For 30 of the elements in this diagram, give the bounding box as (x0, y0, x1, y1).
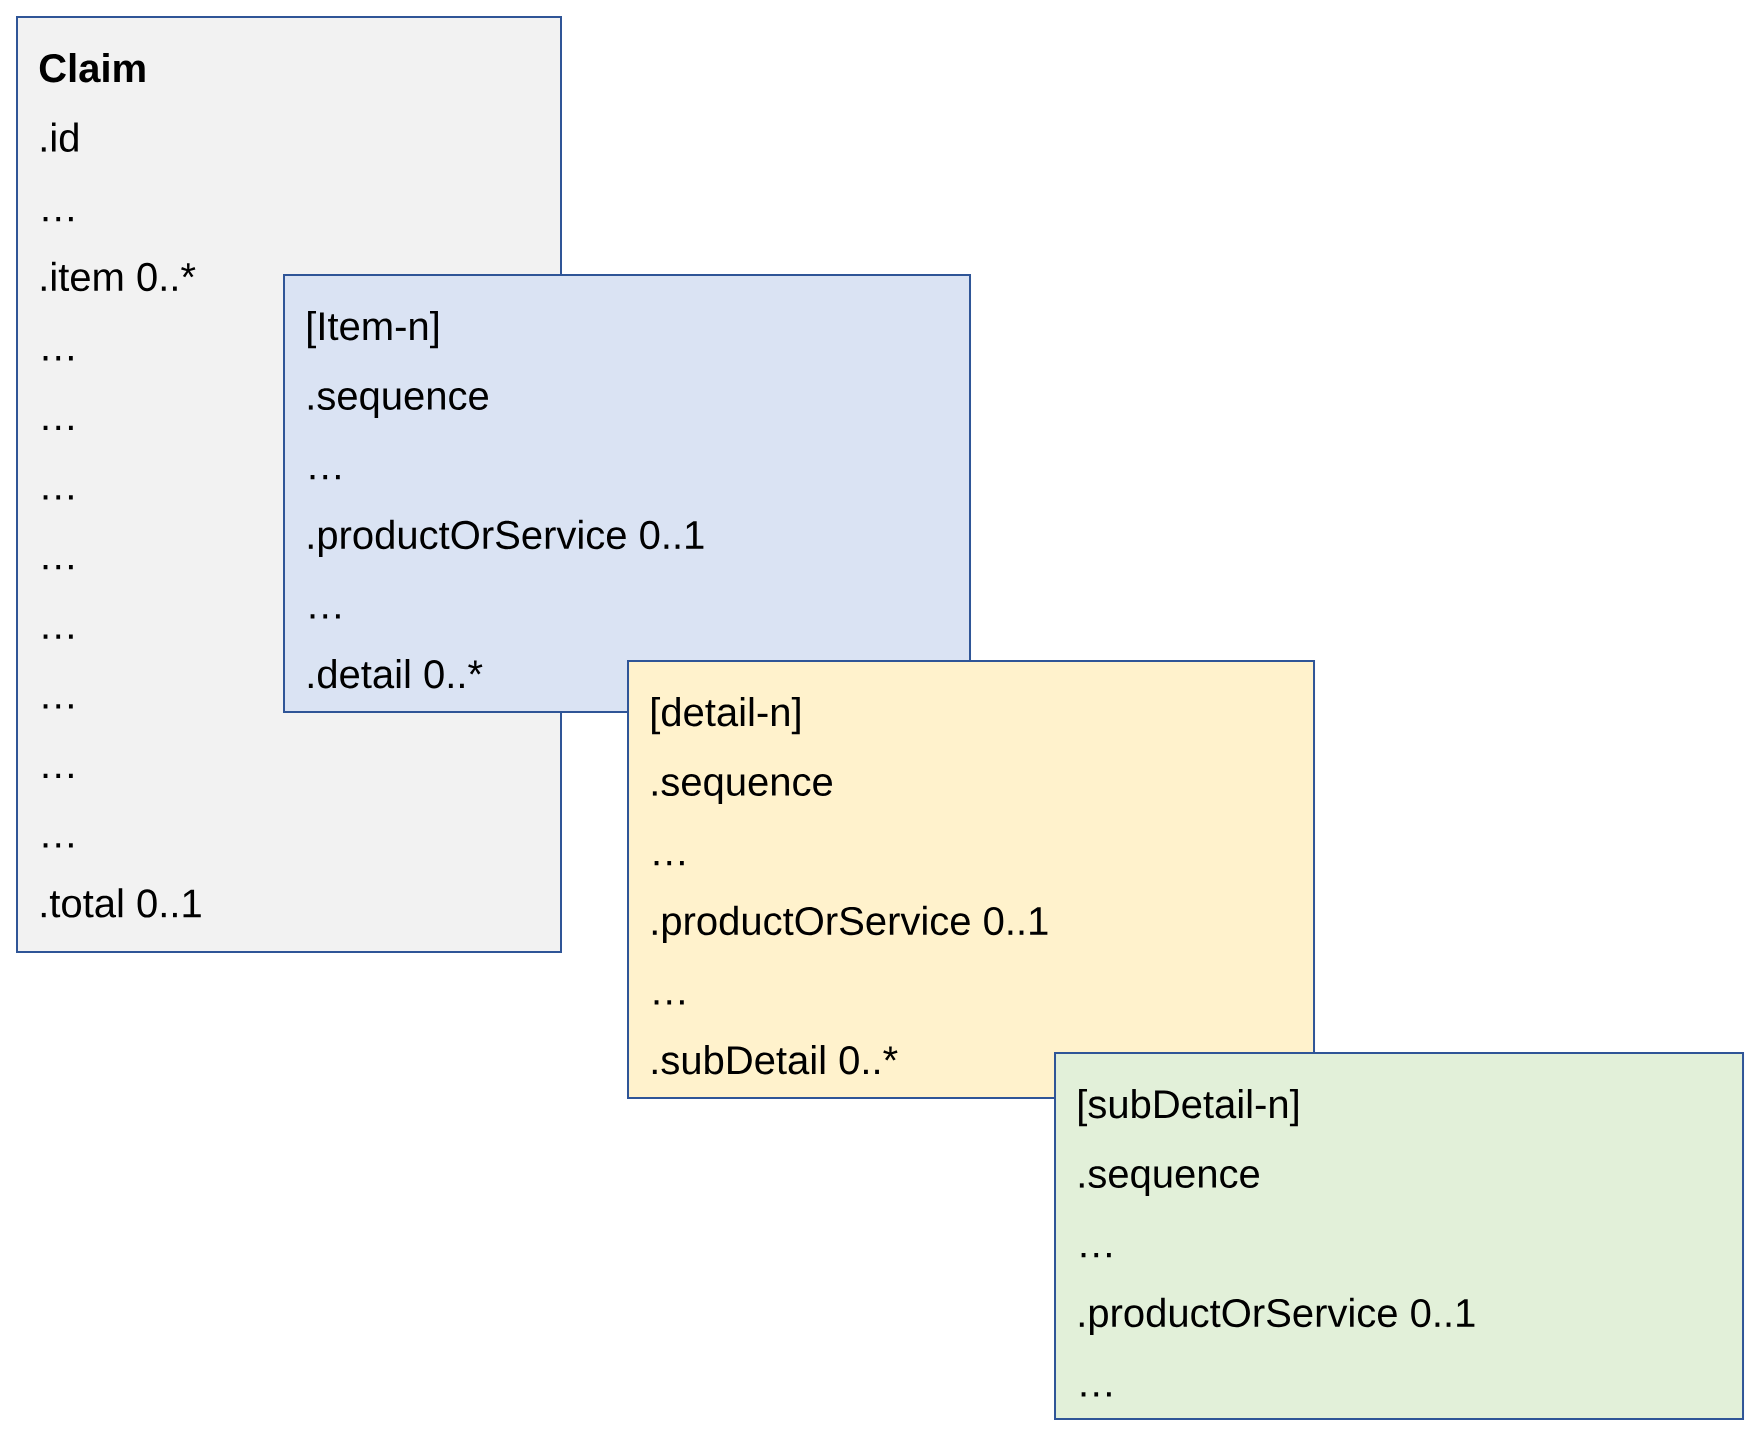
attribute-text: .id (41, 122, 78, 152)
attribute-text: .productOrService 0..1 (1079, 1297, 1475, 1336)
attribute-text: … (310, 614, 340, 619)
attribute-text: … (43, 634, 73, 639)
attribute-text: .total 0..1 (41, 888, 201, 918)
attribute-text: … (43, 425, 73, 430)
attribute-text: … (43, 356, 73, 361)
attribute-text: .sequence (308, 388, 488, 418)
attribute-text: .item 0..* (41, 261, 196, 292)
attribute-text: … (1081, 1252, 1111, 1258)
class-name: [Item-n] (308, 311, 438, 349)
attribute-text: .subDetail 0..* (652, 1045, 898, 1075)
attribute-text: .productOrService 0..1 (652, 905, 1048, 944)
attribute-text: .sequence (652, 774, 832, 804)
attribute-text: … (43, 564, 73, 570)
attribute-text: … (43, 704, 73, 709)
attribute-text: .detail 0..* (308, 659, 483, 689)
class-name: [subDetail-n] (1079, 1089, 1298, 1127)
attribute-text: .sequence (1079, 1166, 1259, 1196)
attribute-text: … (1081, 1392, 1111, 1397)
attribute-text: … (654, 1000, 684, 1005)
class-name: [detail-n] (652, 697, 800, 735)
attribute-text: … (310, 474, 340, 480)
attribute-text: .productOrService 0..1 (308, 519, 704, 558)
attribute-text: … (654, 860, 684, 866)
class-name: Claim (39, 53, 145, 83)
attribute-text: … (43, 495, 73, 500)
attribute-text: … (43, 216, 73, 222)
attribute-text: … (43, 773, 73, 778)
attribute-text: … (43, 843, 73, 848)
